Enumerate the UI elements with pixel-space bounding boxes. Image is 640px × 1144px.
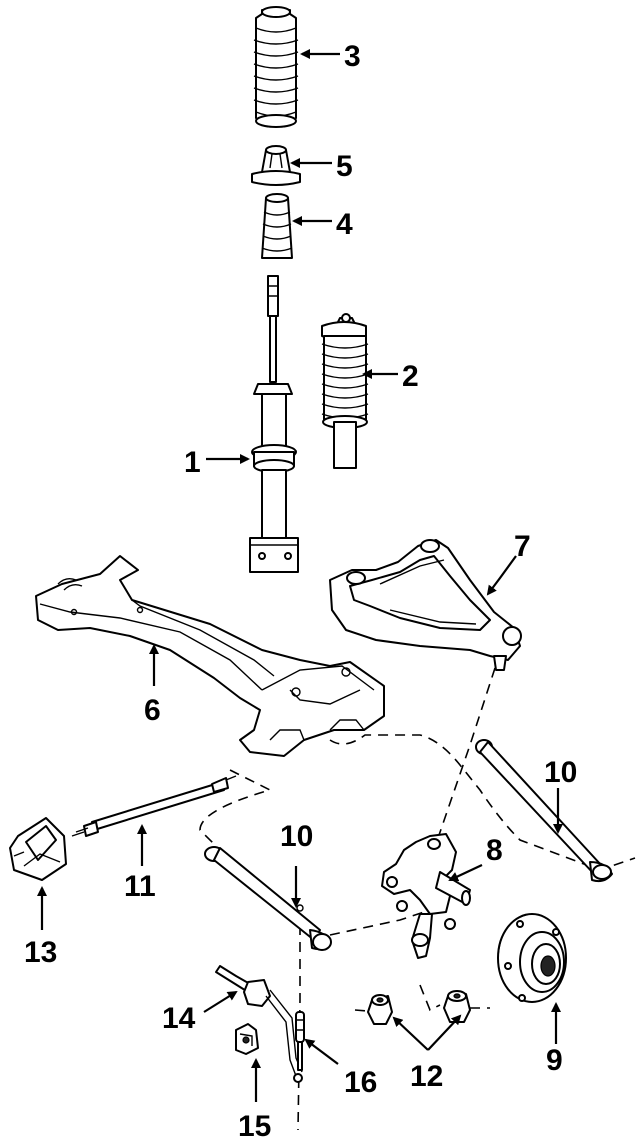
coil-over-strut-part-2 (321, 313, 369, 469)
upper-control-arm-part-7 (329, 539, 522, 671)
dust-boot-part-3 (253, 6, 299, 128)
lower-link-part-10-front (204, 846, 332, 951)
callout-9: 9 (546, 1044, 563, 1077)
callout-7: 7 (514, 530, 531, 563)
callout-14: 14 (162, 1002, 196, 1035)
bump-stop-part-4 (261, 193, 293, 259)
bracket-part-15 (235, 1023, 259, 1055)
callout-3: 3 (344, 40, 361, 73)
bushings-part-12 (367, 990, 471, 1025)
callout-labels: 3 5 4 2 1 7 6 10 10 8 11 13 14 9 12 16 1… (24, 40, 577, 1143)
callout-13: 13 (24, 936, 57, 969)
leader-lines (37, 49, 563, 1102)
spring-seat-part-5 (251, 145, 301, 186)
shock-absorber-part-1 (249, 275, 299, 573)
hub-bearing-part-9 (497, 913, 567, 1003)
callout-10-rear: 10 (544, 756, 577, 789)
callout-12: 12 (410, 1060, 443, 1093)
callout-8: 8 (486, 834, 503, 867)
callout-4: 4 (336, 208, 353, 241)
callout-6: 6 (144, 694, 161, 727)
callout-2: 2 (402, 360, 419, 393)
stabilizer-bar-part-14 (215, 965, 303, 1083)
callout-5: 5 (336, 150, 353, 183)
callout-16: 16 (344, 1066, 377, 1099)
end-link-part-16 (295, 1011, 305, 1071)
lateral-rod-part-11 (71, 775, 237, 837)
callout-11: 11 (124, 870, 156, 903)
lateral-link-part-10-rear (475, 739, 613, 883)
mount-bushing-part-13 (9, 817, 67, 881)
callout-10-front: 10 (280, 820, 313, 853)
knuckle-part-8 (381, 833, 471, 959)
callout-1: 1 (184, 446, 201, 479)
subframe-part-6 (35, 555, 385, 757)
callout-15: 15 (238, 1110, 271, 1143)
